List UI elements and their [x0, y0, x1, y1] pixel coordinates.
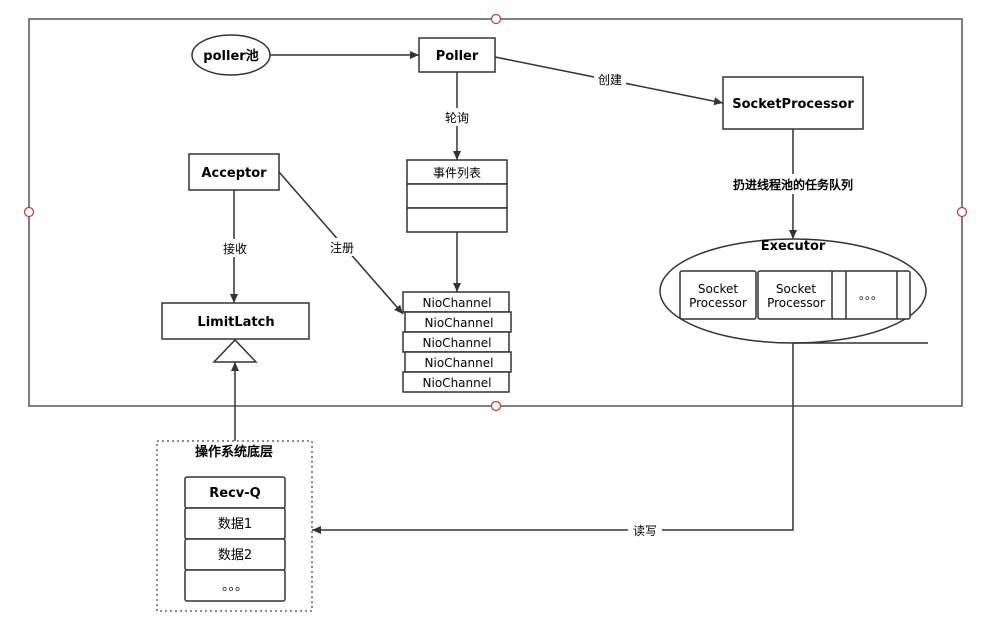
niochannel-label: NioChannel: [425, 356, 494, 370]
resize-handle-bottom[interactable]: [490, 400, 502, 412]
socket-processor-node[interactable]: [722, 76, 864, 130]
edge-label-create: 创建: [598, 73, 622, 87]
executor-item[interactable]: [679, 270, 757, 320]
edge-label-poll: 轮询: [445, 111, 469, 125]
resize-handle-right[interactable]: [956, 206, 968, 218]
edge-executor-to-os: [312, 343, 794, 534]
executor-item-label: Socket: [776, 282, 816, 296]
executor-label: Executor: [761, 239, 826, 254]
poller-node[interactable]: [418, 37, 496, 73]
inheritance-triangle: [212, 338, 258, 363]
executor-item-label: Socket: [698, 282, 738, 296]
poller-pool-label: poller池: [203, 48, 258, 64]
executor-item[interactable]: [831, 270, 911, 320]
niochannel-label: NioChannel: [423, 336, 492, 350]
niochannel-label: NioChannel: [425, 316, 494, 330]
edge-label-register: 注册: [330, 240, 354, 255]
event-list-row[interactable]: [406, 183, 508, 209]
edge-label-push-queue: 扔进线程池的任务队列: [733, 177, 853, 192]
edge-label-receive: 接收: [223, 241, 247, 256]
socket-processor-label: SocketProcessor: [732, 97, 854, 112]
niochannel-box[interactable]: [402, 371, 510, 393]
poller-label: Poller: [436, 49, 479, 64]
niochannel-label: NioChannel: [423, 296, 492, 310]
acceptor-label: Acceptor: [201, 166, 267, 181]
os-group-label: 操作系统底层: [195, 444, 273, 460]
niochannel-label: NioChannel: [423, 376, 492, 390]
edge-label-read-write: 读写: [633, 524, 657, 538]
os-item[interactable]: [184, 569, 286, 602]
executor-item-label: 。。。: [859, 288, 883, 302]
os-item-label: 数据2: [218, 548, 252, 563]
event-list-label: 事件列表: [433, 166, 481, 180]
os-item-label: Recv-Q: [209, 486, 260, 501]
limit-latch-label: LimitLatch: [197, 315, 274, 330]
executor-item-label: Processor: [767, 296, 825, 310]
resize-handle-left[interactable]: [23, 206, 35, 218]
os-item-label: 数据1: [218, 517, 252, 532]
executor-item-label: Processor: [689, 296, 747, 310]
limit-latch-node[interactable]: [161, 302, 310, 340]
os-item-label: 。。。: [222, 579, 248, 594]
resize-handle-top[interactable]: [490, 13, 502, 25]
event-list-row[interactable]: [406, 207, 508, 233]
